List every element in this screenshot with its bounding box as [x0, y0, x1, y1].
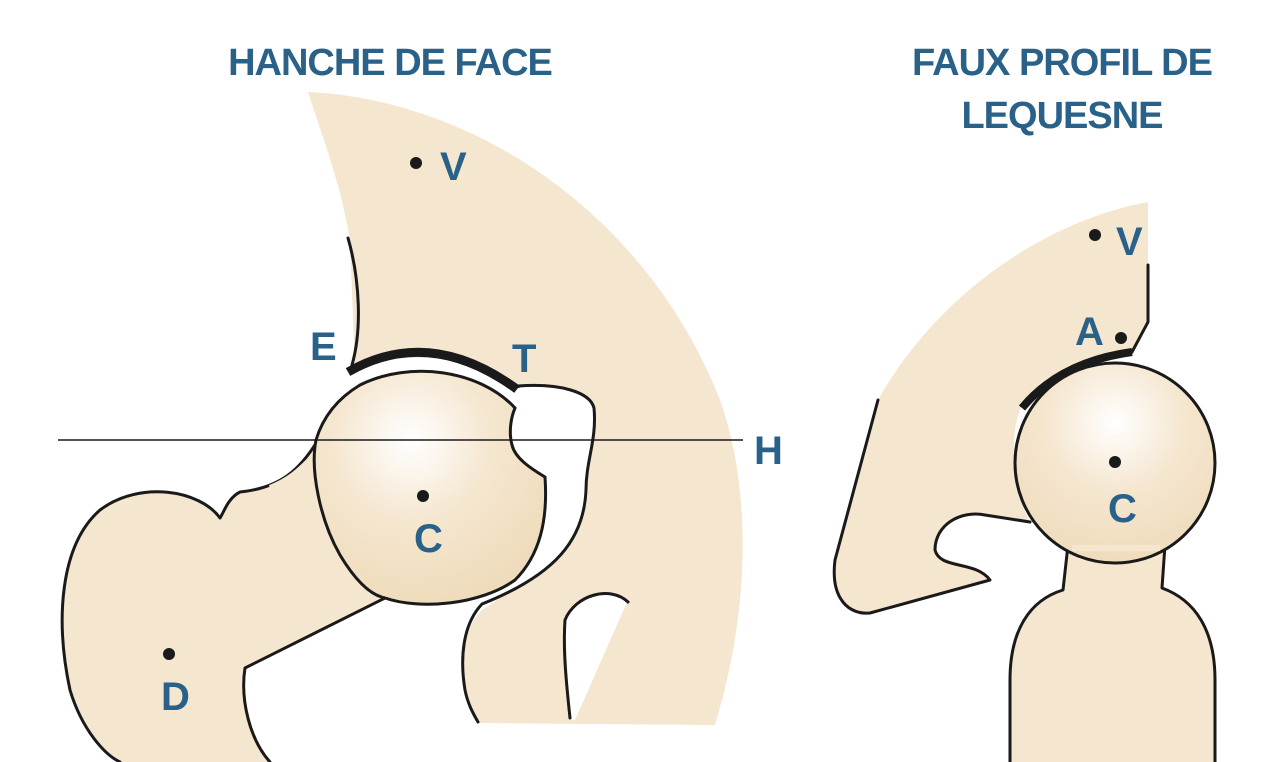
- label-c-left: C: [414, 517, 443, 561]
- label-h: H: [754, 429, 783, 473]
- point-v-left: [410, 157, 422, 169]
- label-d: D: [161, 675, 190, 719]
- point-c-right: [1109, 456, 1121, 468]
- title-left: HANCHE DE FACE: [228, 42, 552, 84]
- label-t: T: [512, 337, 536, 381]
- femoral-head: [312, 369, 548, 606]
- label-v-left: V: [440, 145, 467, 189]
- label-c-right: C: [1108, 487, 1137, 531]
- obturator-foramen: [565, 592, 628, 720]
- label-v-right: V: [1116, 220, 1143, 264]
- label-e: E: [310, 325, 337, 369]
- right-femur: [1008, 361, 1217, 762]
- right-pelvis: [832, 202, 1150, 615]
- title-right-line2: LEQUESNE: [961, 95, 1162, 137]
- point-v-right: [1089, 229, 1101, 241]
- point-a: [1115, 332, 1127, 344]
- label-a: A: [1075, 310, 1104, 354]
- left-femur: [60, 369, 548, 762]
- point-d: [163, 648, 175, 660]
- title-right-line1: FAUX PROFIL DE: [912, 42, 1212, 84]
- point-c-left: [417, 490, 429, 502]
